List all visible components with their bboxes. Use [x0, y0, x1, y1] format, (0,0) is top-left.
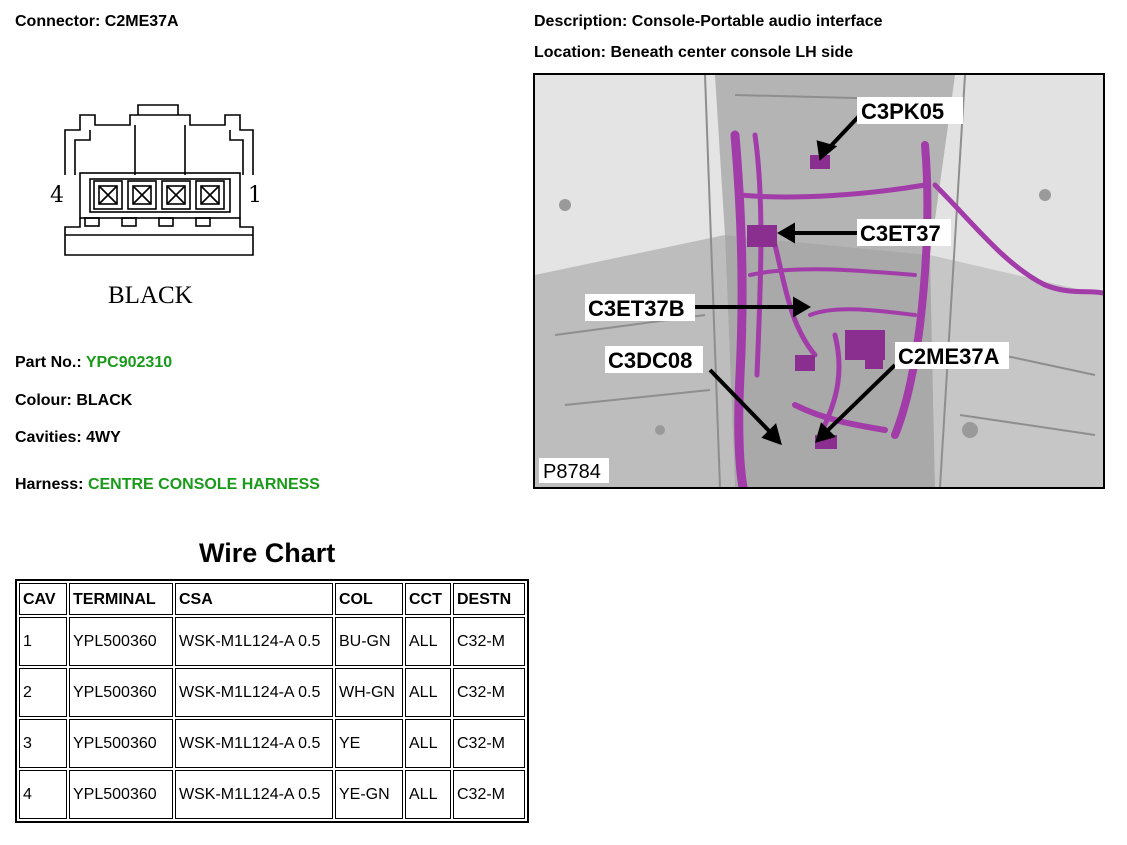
header-col: COL [335, 583, 403, 615]
description-value: Console-Portable audio interface [631, 13, 883, 30]
description-label: Description: [534, 13, 628, 30]
cell-cct: ALL [405, 719, 451, 768]
colour-label: Colour: [15, 392, 72, 409]
connector-field: Connector: C2ME37A [15, 12, 179, 32]
cell-csa: WSK-M1L124-A 0.5 [175, 668, 333, 717]
cell-cav: 3 [19, 719, 67, 768]
cell-col: YE-GN [335, 770, 403, 819]
table-row: 1 YPL500360 WSK-M1L124-A 0.5 BU-GN ALL C… [19, 617, 525, 666]
header-destn: DESTN [453, 583, 525, 615]
location-field: Location: Beneath center console LH side [534, 43, 853, 63]
connector-face-diagram: 4 1 BLACK [50, 104, 262, 309]
table-row: 4 YPL500360 WSK-M1L124-A 0.5 YE-GN ALL C… [19, 770, 525, 819]
cavities-label: Cavities: [15, 429, 82, 446]
callout-c3et37b: C3ET37B [588, 296, 685, 321]
harness-field: Harness: CENTRE CONSOLE HARNESS [15, 475, 320, 495]
header-terminal: TERMINAL [69, 583, 173, 615]
table-row: 2 YPL500360 WSK-M1L124-A 0.5 WH-GN ALL C… [19, 668, 525, 717]
cell-destn: C32-M [453, 617, 525, 666]
cell-destn: C32-M [453, 770, 525, 819]
cell-terminal: YPL500360 [69, 770, 173, 819]
part-no-field: Part No.: YPC902310 [15, 353, 172, 373]
wire-chart-title: Wire Chart [199, 538, 336, 568]
cell-cav: 1 [19, 617, 67, 666]
pin-1-label: 1 [248, 183, 262, 208]
cell-csa: WSK-M1L124-A 0.5 [175, 617, 333, 666]
wire-chart-table: CAV TERMINAL CSA COL CCT DESTN 1 YPL5003… [15, 579, 529, 823]
cell-cct: ALL [405, 668, 451, 717]
connector-value: C2ME37A [104, 13, 179, 30]
description-field: Description: Console-Portable audio inte… [534, 12, 883, 32]
table-header-row: CAV TERMINAL CSA COL CCT DESTN [19, 583, 525, 615]
connector-label: Connector: [15, 13, 101, 30]
location-photo: C3PK05 C3ET37 C3ET37B C3DC08 C2ME37A P87… [533, 73, 1105, 489]
part-no-link[interactable]: YPC902310 [85, 354, 173, 371]
part-no-label: Part No.: [15, 354, 82, 371]
cell-destn: C32-M [453, 719, 525, 768]
location-photo-illustration: C3PK05 C3ET37 C3ET37B C3DC08 C2ME37A P87… [535, 75, 1103, 487]
cell-destn: C32-M [453, 668, 525, 717]
header-cct: CCT [405, 583, 451, 615]
table-row: 3 YPL500360 WSK-M1L124-A 0.5 YE ALL C32-… [19, 719, 525, 768]
cell-terminal: YPL500360 [69, 719, 173, 768]
callout-c3dc08: C3DC08 [608, 348, 692, 373]
header-cav: CAV [19, 583, 67, 615]
location-label: Location: [534, 44, 606, 61]
harness-link[interactable]: CENTRE CONSOLE HARNESS [87, 476, 320, 493]
cell-csa: WSK-M1L124-A 0.5 [175, 770, 333, 819]
cell-col: WH-GN [335, 668, 403, 717]
cell-terminal: YPL500360 [69, 617, 173, 666]
cell-csa: WSK-M1L124-A 0.5 [175, 719, 333, 768]
location-value: Beneath center console LH side [610, 44, 854, 61]
cavities-field: Cavities: 4WY [15, 428, 121, 448]
cavities-value: 4WY [86, 429, 121, 446]
cell-col: YE [335, 719, 403, 768]
cell-cav: 4 [19, 770, 67, 819]
pin-4-label: 4 [50, 183, 64, 208]
cell-cct: ALL [405, 617, 451, 666]
photo-reference: P8784 [543, 461, 601, 483]
diagram-colour-label: BLACK [108, 282, 193, 309]
cell-terminal: YPL500360 [69, 668, 173, 717]
callout-c2me37a: C2ME37A [898, 344, 1000, 369]
cell-col: BU-GN [335, 617, 403, 666]
header-csa: CSA [175, 583, 333, 615]
cell-cav: 2 [19, 668, 67, 717]
harness-label: Harness: [15, 476, 84, 493]
cell-cct: ALL [405, 770, 451, 819]
colour-value: BLACK [76, 392, 133, 409]
callout-c3pk05: C3PK05 [861, 99, 944, 124]
callout-c3et37: C3ET37 [860, 221, 941, 246]
colour-field: Colour: BLACK [15, 391, 132, 411]
